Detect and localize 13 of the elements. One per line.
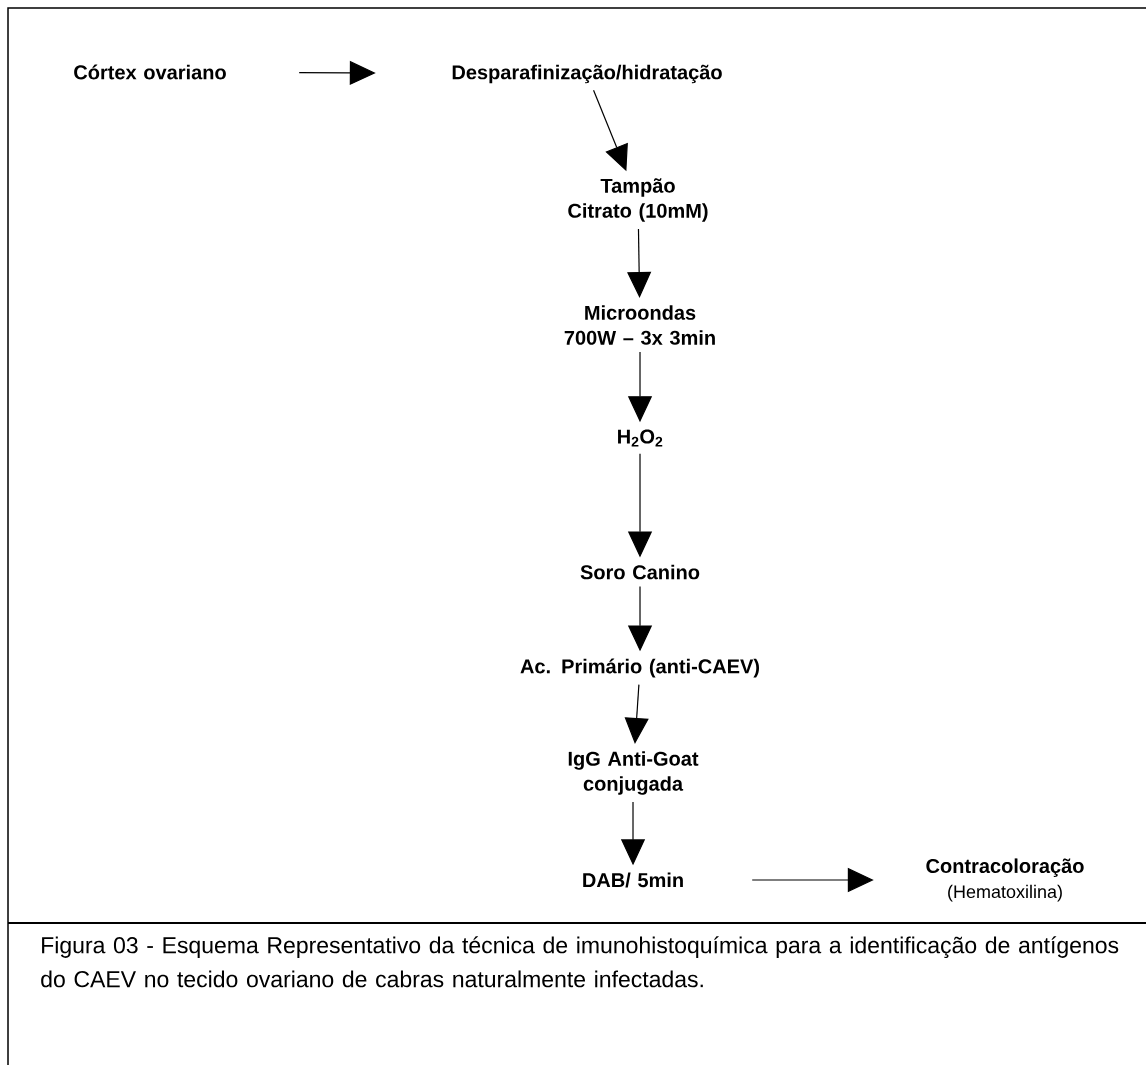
step-label: DAB/ 5min <box>583 872 683 888</box>
step-label: Contracoloração (Hematoxilina) <box>926 858 1084 902</box>
step-label: Córtex ovariano <box>74 64 226 80</box>
step-label: H$_{2}$O$_{2}$ <box>618 429 663 447</box>
step-label: Tampão Citrato (10mM) <box>568 178 708 222</box>
step-label: Soro Canino <box>580 564 700 580</box>
arrow <box>627 228 652 298</box>
step-label: IgG Anti-Goat conjugada <box>568 751 699 795</box>
step-label: Ac. Primário (anti-CAEV) <box>520 658 759 678</box>
arrow <box>624 684 649 744</box>
step-label: Microondas 700W – 3x 3min <box>564 305 715 345</box>
figure-caption: Figura 03 - Esquema Representativo da técnica de imunohistoquímica para a identificação de antígenos do CAEV no tecido ovariano de cabras naturalmente infectadas. <box>41 936 1119 988</box>
step-label: Desparafinização/hidratação <box>452 64 722 84</box>
